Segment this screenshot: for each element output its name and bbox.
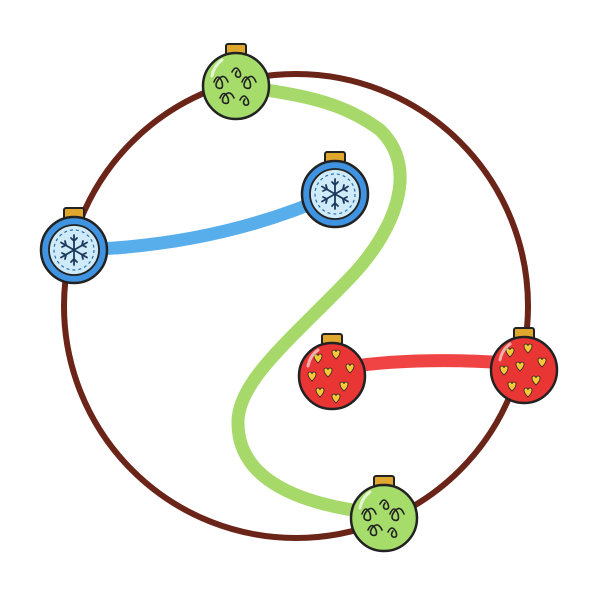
red-ornament-inner[interactable]: [297, 333, 367, 411]
track-ring: [61, 71, 531, 541]
blue-ornament-inner[interactable]: [300, 151, 370, 229]
red-ornament-right[interactable]: [489, 327, 559, 405]
green-ornament-bottom[interactable]: [349, 475, 419, 553]
blue-connection-line[interactable]: [67, 187, 341, 257]
blue-ornament-left[interactable]: [39, 207, 109, 285]
green-ornament-top[interactable]: [201, 43, 271, 121]
green-connection-line[interactable]: [231, 77, 407, 521]
